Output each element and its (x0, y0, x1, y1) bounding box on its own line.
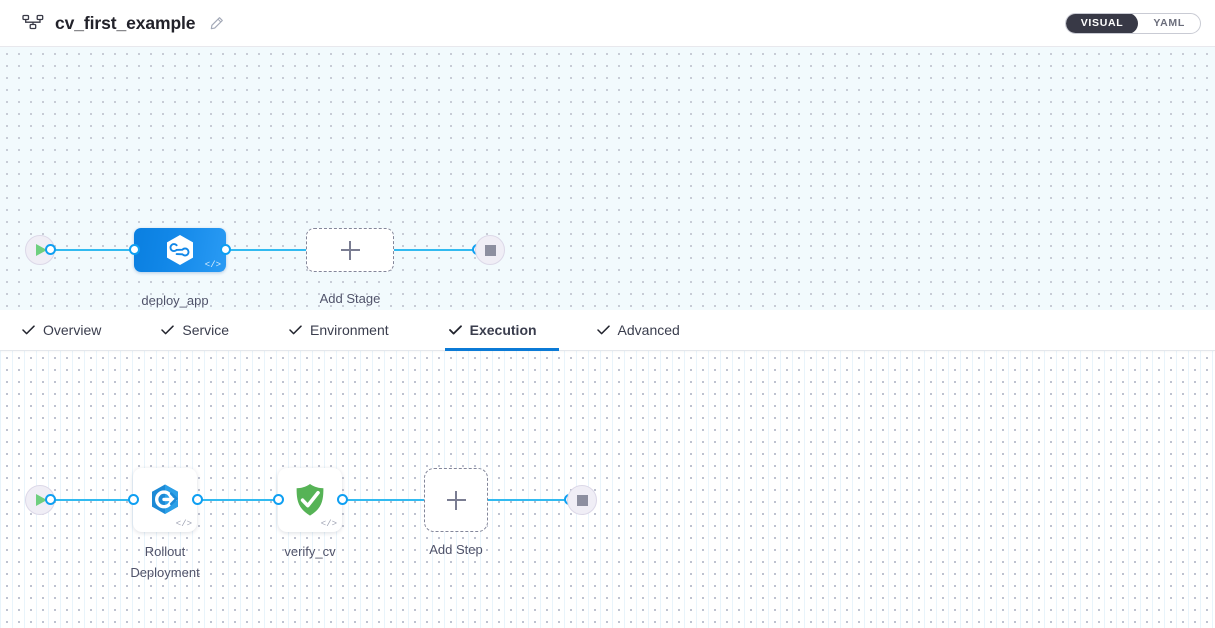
step-port-start-out[interactable] (45, 494, 56, 505)
check-icon (289, 325, 302, 335)
toggle-option-visual[interactable]: VISUAL (1065, 13, 1139, 33)
stage-port-start-out[interactable] (45, 244, 56, 255)
add-stage-node[interactable] (306, 228, 394, 272)
execution-canvas[interactable]: </> Rollout Deployment </> verify_cv (0, 351, 1215, 628)
step-label-rollout-line2: Deployment (130, 565, 200, 580)
harness-hexagon-icon (167, 235, 193, 265)
add-step-label: Add Step (429, 542, 483, 557)
add-step-node[interactable] (424, 468, 488, 532)
toggle-option-yaml[interactable]: YAML (1153, 16, 1185, 29)
step-connector-1 (50, 499, 140, 501)
pipeline-end[interactable] (475, 235, 505, 265)
page-title: cv_first_example (55, 12, 196, 33)
add-stage-card[interactable] (306, 228, 394, 272)
code-badge-icon: </> (175, 519, 192, 529)
code-badge-icon: </> (320, 519, 337, 529)
step-port-verify-in[interactable] (273, 494, 284, 505)
header-right-group: VISUAL YAML (1064, 12, 1201, 34)
start-terminal[interactable] (25, 485, 55, 515)
stage-port-deploy-out[interactable] (220, 244, 231, 255)
step-connector-3 (340, 499, 425, 501)
tab-label-environment: Environment (310, 322, 389, 338)
tab-label-execution: Execution (469, 322, 537, 338)
code-badge-icon: </> (204, 260, 221, 270)
step-node-rollout-deployment[interactable]: </> (133, 468, 197, 532)
end-terminal[interactable] (567, 485, 597, 515)
check-icon (22, 325, 35, 335)
stop-icon (576, 494, 588, 506)
stage-card[interactable]: </> (134, 228, 226, 272)
add-stage-label: Add Stage (319, 291, 381, 306)
stage-config-tabs[interactable]: Overview Service Environment Execution A… (0, 310, 1215, 351)
step-label-verify-cv: verify_cv (284, 544, 336, 559)
play-icon (36, 244, 47, 256)
tab-label-overview: Overview (43, 322, 102, 338)
tab-overview[interactable]: Overview (18, 310, 123, 350)
stage-node-label-deploy-app: deploy_app (141, 293, 209, 308)
tab-label-service: Service (182, 322, 230, 338)
step-node-verify-cv[interactable]: </> (278, 468, 342, 532)
pencil-edit-icon[interactable] (209, 16, 224, 31)
end-terminal[interactable] (475, 235, 505, 265)
step-port-rollout-in[interactable] (128, 494, 139, 505)
header-left-group: cv_first_example (22, 13, 224, 34)
check-icon (596, 325, 610, 335)
add-step-card[interactable] (424, 468, 488, 532)
stage-node-deploy-app[interactable]: </> (134, 228, 226, 272)
stop-icon (484, 244, 496, 256)
step-connector-4 (487, 499, 579, 501)
tab-service[interactable]: Service (157, 310, 251, 350)
view-mode-toggle[interactable]: VISUAL YAML (1064, 12, 1201, 34)
check-icon (161, 325, 175, 335)
step-card[interactable]: </> (278, 468, 342, 532)
tab-environment[interactable]: Environment (285, 310, 411, 350)
execution-start[interactable] (25, 485, 55, 515)
tab-execution[interactable]: Execution (444, 310, 559, 351)
pipeline-nodes-icon (22, 14, 44, 30)
stage-connector-2 (222, 249, 354, 251)
plus-icon (446, 490, 466, 510)
stage-port-deploy-in[interactable] (129, 244, 140, 255)
stage-connector-3 (390, 249, 486, 251)
step-port-verify-out[interactable] (337, 494, 348, 505)
execution-end[interactable] (567, 485, 597, 515)
tab-label-advanced: Advanced (617, 322, 680, 338)
step-port-rollout-out[interactable] (192, 494, 203, 505)
play-icon (36, 494, 47, 506)
stage-canvas[interactable]: </> deploy_app Add Stage (0, 47, 1215, 310)
check-icon (448, 325, 462, 335)
green-shield-check-icon (296, 484, 324, 516)
k8s-rollout-icon (152, 484, 178, 514)
tab-advanced[interactable]: Advanced (593, 310, 702, 350)
step-label-rollout-line1: Rollout (144, 544, 186, 559)
plus-icon (340, 240, 360, 260)
step-connector-2 (196, 499, 286, 501)
step-card[interactable]: </> (133, 468, 197, 532)
page-header: cv_first_example VISUAL YAML (0, 0, 1215, 47)
